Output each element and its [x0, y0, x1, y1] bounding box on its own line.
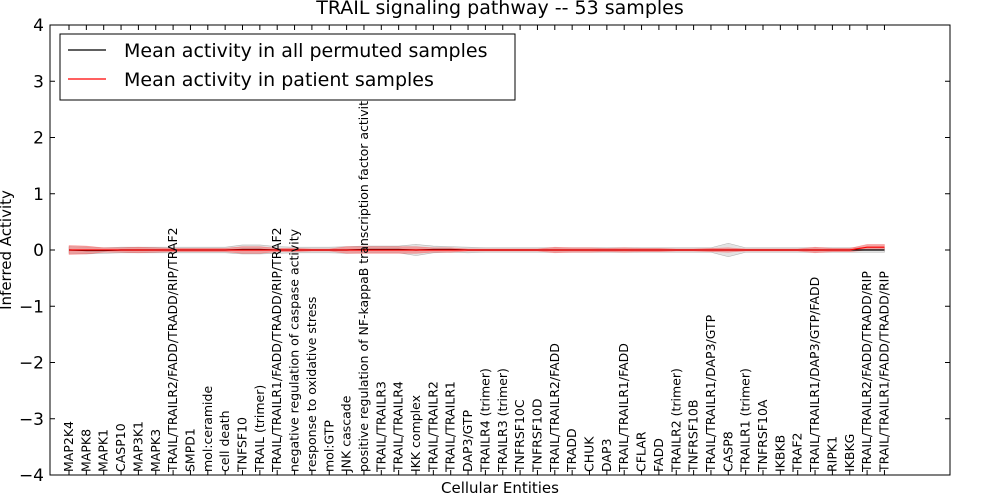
x-tick-label: SMPD1	[182, 428, 197, 472]
x-tick-label: negative regulation of caspase activity	[287, 228, 302, 472]
x-tick-label: TRAIL/TRAILR1/FADD/TRADD/RIP/TRAF2	[269, 227, 284, 473]
legend-label-patient: Mean activity in patient samples	[124, 69, 434, 91]
x-tick-label: JNK cascade	[339, 395, 354, 473]
y-tick-label: −3	[19, 410, 44, 430]
x-tick-label: CHUK	[582, 436, 597, 472]
x-tick-label: DAP3/GTP	[460, 409, 475, 472]
x-tick-label: TRAIL/TRAILR1/FADD/TRADD/RIP	[876, 271, 891, 473]
y-tick-label: 0	[33, 241, 44, 261]
x-tick-label: IKBKB	[772, 435, 787, 472]
x-tick-label: TRAILR2 (trimer)	[668, 368, 683, 473]
x-tick-label: mol:GTP	[321, 420, 336, 472]
x-tick-label: TRAIL (trimer)	[252, 385, 267, 473]
chart-title: TRAIL signaling pathway -- 53 samples	[315, 0, 684, 19]
x-tick-label: MAP2K4	[61, 421, 76, 472]
x-tick-label: TRAILR1 (trimer)	[738, 368, 753, 473]
legend-box	[59, 33, 516, 101]
x-tick-label: TRAILR3 (trimer)	[495, 368, 510, 473]
x-tick-label: positive regulation of NF-kappaB transcr…	[356, 93, 371, 472]
y-tick-label: −2	[19, 354, 44, 374]
x-tick-label: TNFRSF10C	[512, 399, 527, 473]
x-tick-label: IKBKG	[842, 434, 857, 472]
y-tick-label: 4	[33, 16, 44, 36]
x-tick-label: TRADD	[564, 428, 579, 473]
y-tick-label: −1	[19, 297, 44, 317]
x-tick-label: TRAIL/TRAILR3	[373, 381, 388, 473]
y-tick-label: 2	[33, 129, 44, 149]
y-tick-label: 3	[33, 72, 44, 92]
x-tick-label: cell death	[217, 410, 232, 472]
x-tick-label: FADD	[651, 438, 666, 472]
x-tick-label: MAP3K1	[130, 421, 145, 472]
x-tick-label: TNFSF10	[235, 417, 250, 473]
x-tick-label: TRAIL/TRAILR1	[443, 381, 458, 473]
x-tick-label: CASP8	[720, 431, 735, 472]
x-tick-label: CASP10	[113, 423, 128, 472]
x-tick-label: TNFRSF10A	[755, 399, 770, 473]
legend: Mean activity in all permuted samplesMea…	[59, 33, 516, 101]
x-tick-label: TRAIL/TRAILR1/FADD	[616, 343, 631, 473]
x-tick-label: TRAILR4 (trimer)	[477, 368, 492, 473]
x-tick-label: IKK complex	[408, 395, 423, 472]
x-tick-label: TRAF2	[790, 432, 805, 473]
x-tick-label: TRAIL/TRAILR1/DAP3/GTP/FADD	[807, 277, 822, 473]
x-tick-label: TNFRSF10B	[686, 400, 701, 473]
x-tick-label: MAPK8	[78, 429, 93, 472]
x-tick-label: TRAIL/TRAILR2/FADD	[547, 343, 562, 473]
x-tick-label: TRAIL/TRAILR4	[391, 381, 406, 473]
x-tick-label: TRAIL/TRAILR1/DAP3/GTP	[703, 314, 718, 473]
series-line-patient	[69, 246, 885, 251]
x-tick-label: DAP3	[599, 439, 614, 472]
y-tick-label: 1	[33, 185, 44, 205]
x-tick-label: MAPK1	[96, 429, 111, 472]
y-axis-label: Inferred Activity	[0, 190, 15, 310]
legend-label-permuted: Mean activity in all permuted samples	[124, 40, 487, 62]
x-tick-label: TRAIL/TRAILR2/FADD/TRADD/RIP/TRAF2	[165, 227, 180, 473]
x-tick-label: TNFRSF10D	[529, 398, 544, 473]
x-tick-label: TRAIL/TRAILR2/FADD/TRADD/RIP	[859, 271, 874, 473]
x-tick-label: response to oxidative stress	[304, 297, 319, 472]
x-tick-label: mol:ceramide	[200, 386, 215, 472]
x-tick-label: CFLAR	[634, 431, 649, 472]
x-axis-label: Cellular Entities	[441, 479, 559, 497]
x-tick-label: MAPK3	[148, 429, 163, 472]
y-tick-label: −4	[19, 466, 44, 486]
x-tick-label: TRAIL/TRAILR2	[425, 381, 440, 473]
x-tick-label: RIPK1	[824, 436, 839, 472]
